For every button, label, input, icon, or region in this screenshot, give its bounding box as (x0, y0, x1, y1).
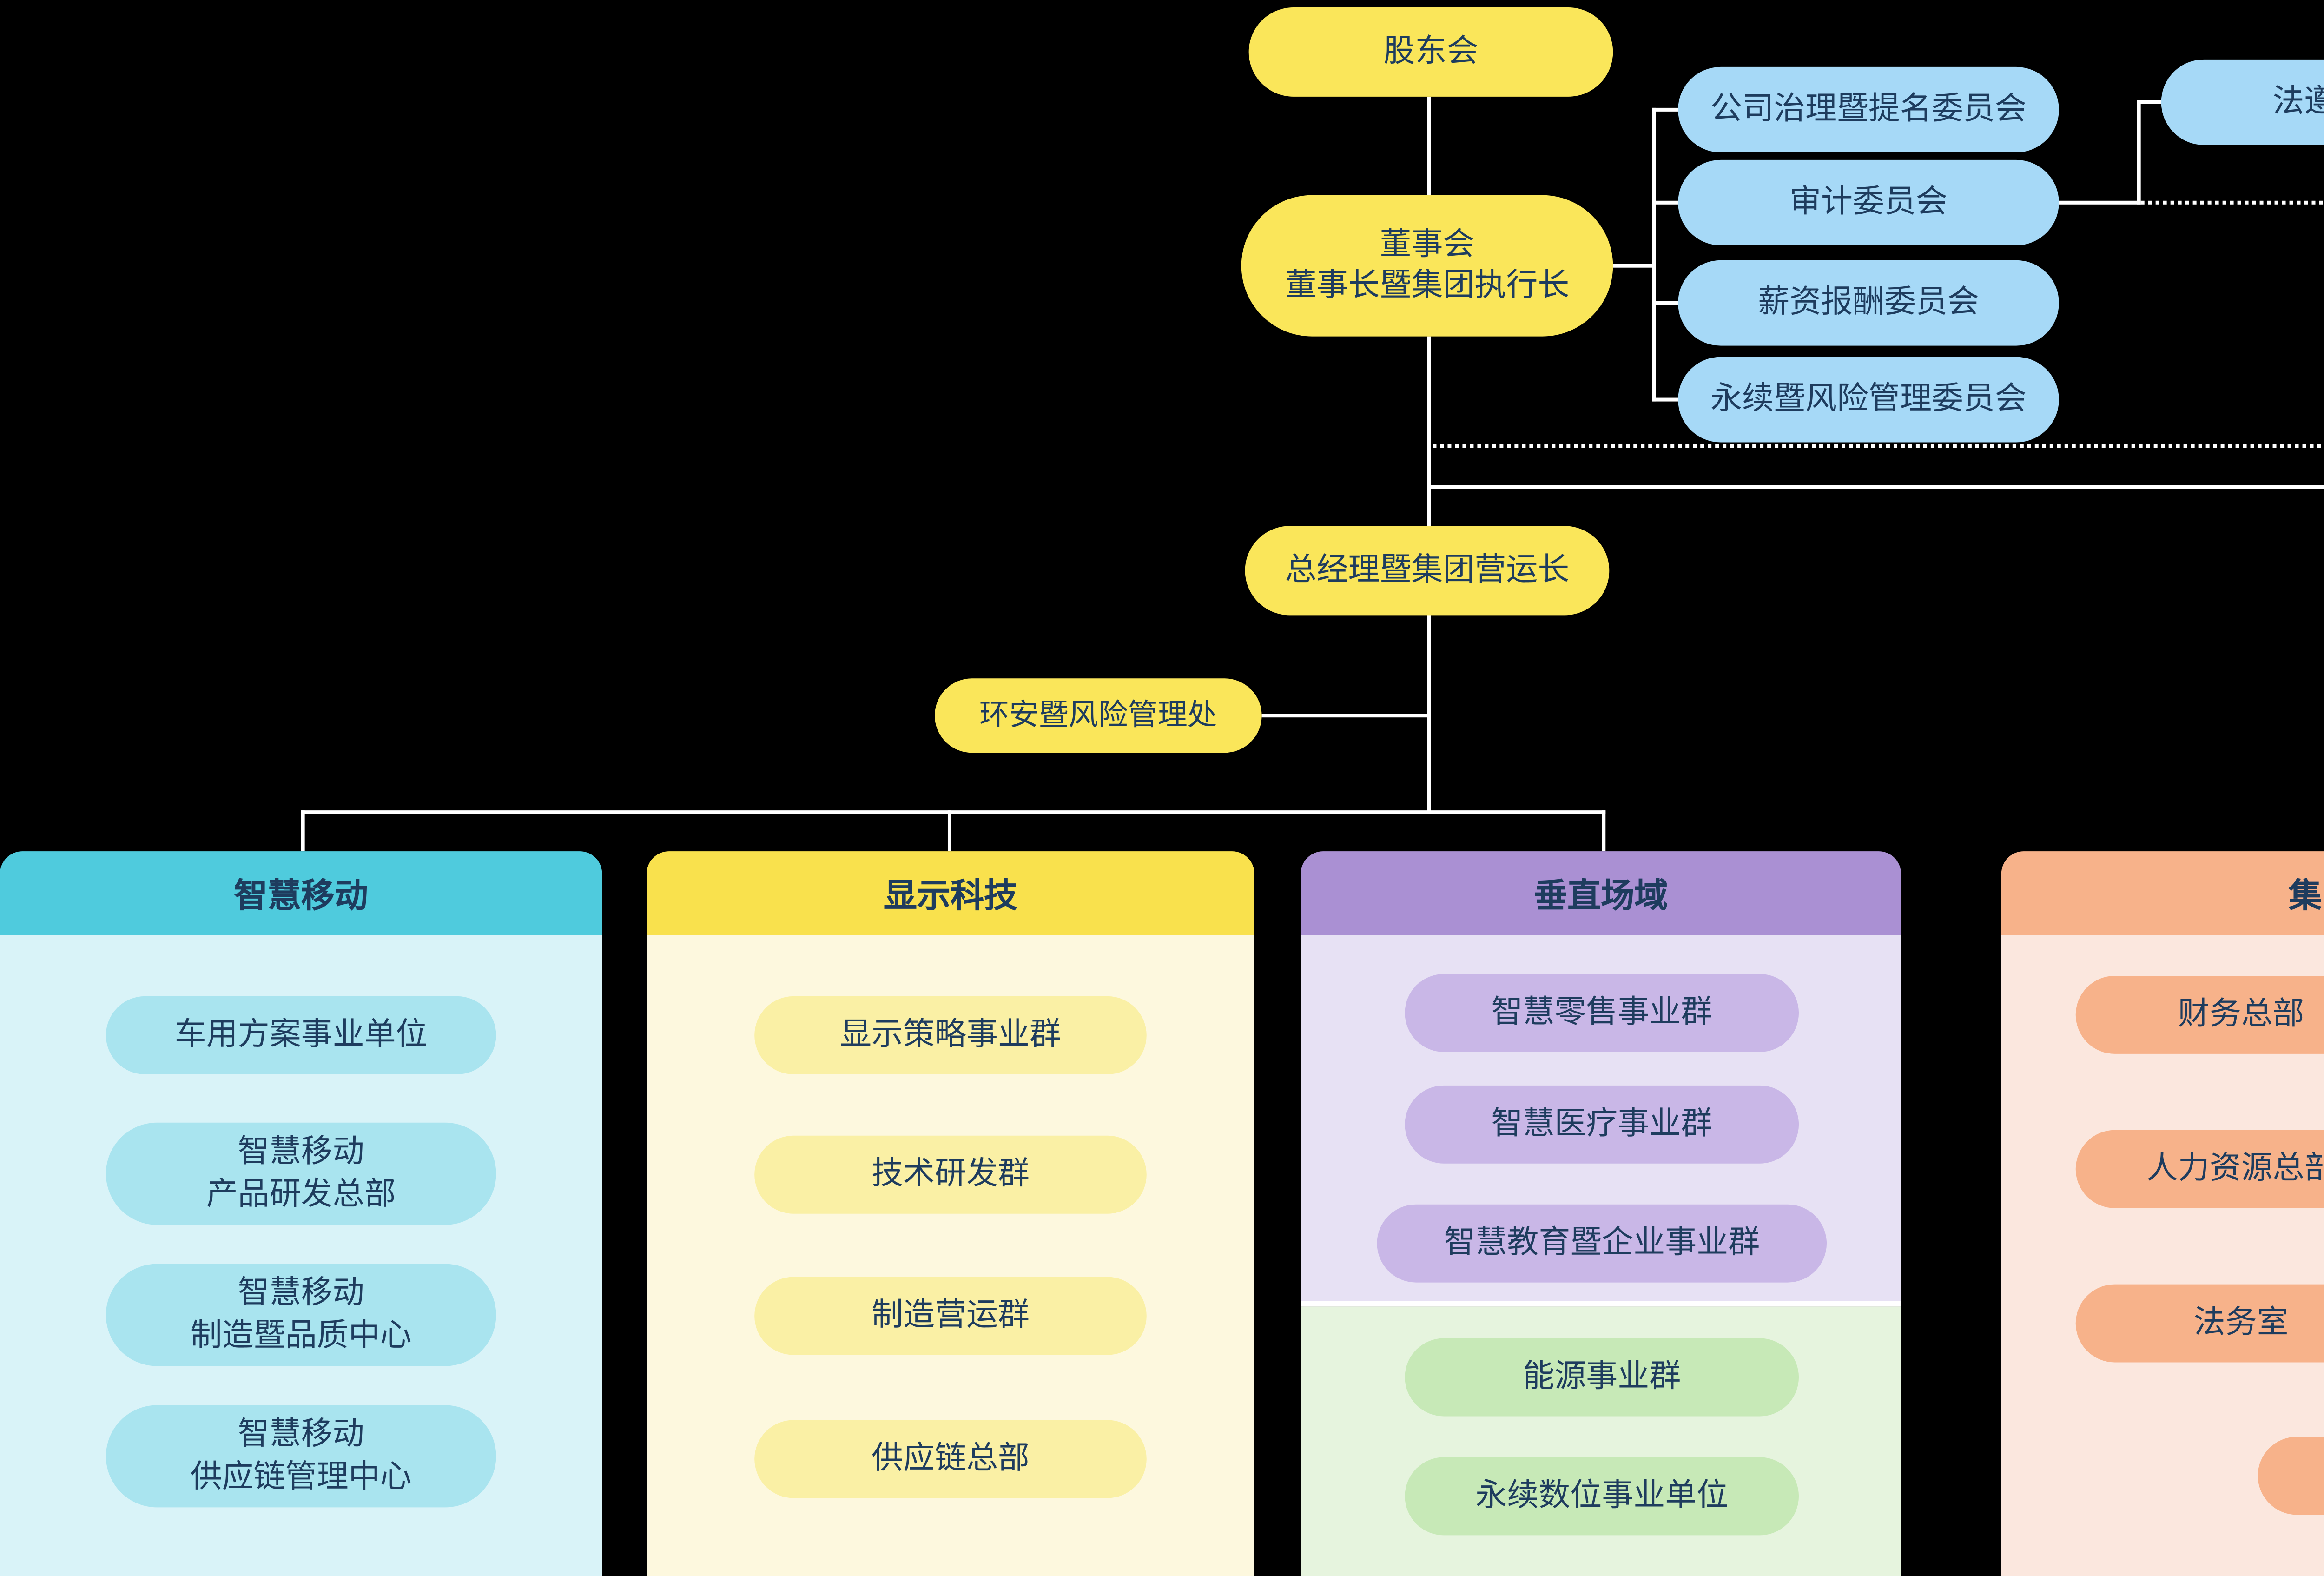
division-energy-body: 能源事业群 永续数位事业单位 (1301, 1306, 1901, 1576)
unit-display-strategy: 显示策略事业群 (754, 996, 1147, 1074)
connector-drop-vertical (1602, 810, 1606, 852)
connector-committees-bracket (1652, 107, 1656, 402)
unit-manufacturing-operations: 制造营运群 (754, 1277, 1147, 1355)
unit-smart-retail: 智慧零售事业群 (1405, 973, 1799, 1052)
unit-supply-chain-hq: 供应链总部 (754, 1420, 1147, 1498)
connector-shareholders-board (1427, 96, 1431, 195)
unit-mobility-supply-chain: 智慧移动 供应链管理中心 (106, 1405, 496, 1508)
vertical-energy-divider (1301, 1301, 1901, 1307)
division-smart-mobility: 智慧移动 车用方案事业单位 智慧移动 产品研发总部 智慧移动 制造暨品质中心 智… (0, 851, 602, 1576)
unit-automotive-solutions: 车用方案事业单位 (106, 996, 496, 1074)
connector-audit-compliance-h1 (2059, 200, 2141, 205)
unit-sustainable-digital: 永续数位事业单位 (1405, 1457, 1799, 1536)
connector-committee-3 (1652, 301, 1678, 305)
unit-finance-hq: 财务总部 (2075, 975, 2324, 1054)
unit-legal-office: 法务室 (2075, 1284, 2324, 1363)
committee-audit-node: 审计委员会 (1678, 159, 2059, 245)
committee-compensation-node: 薪资报酬委员会 (1678, 260, 2059, 346)
committee-sustainability-risk-node: 永续暨风险管理委员会 (1678, 357, 2059, 443)
division-group-support-body: 财务总部 数位技术发展总部 人力资源总部 永续发展总部 法务室 策略投资管理中心… (2001, 934, 2324, 1576)
board-chairman-node: 董事会 董事长暨集团执行长 (1241, 195, 1613, 337)
president-coo-node: 总经理暨集团营运长 (1245, 526, 1610, 616)
division-smart-mobility-body: 车用方案事业单位 智慧移动 产品研发总部 智慧移动 制造暨品质中心 智慧移动 供… (0, 934, 602, 1576)
chief-compliance-counsel-node: 法遵总顾问 (2161, 59, 2324, 145)
division-vertical-domains-body: 智慧零售事业群 智慧医疗事业群 智慧教育暨企业事业群 (1301, 934, 1901, 1301)
connector-board-committees-stub (1613, 264, 1652, 268)
division-group-support-title: 集团营运支援单位 (2001, 851, 2324, 935)
connector-divisions-h (301, 810, 1606, 814)
connector-committee-2 (1652, 200, 1678, 205)
unit-energy: 能源事业群 (1405, 1338, 1799, 1417)
unit-technology-rd: 技术研发群 (754, 1135, 1147, 1214)
connector-audit-compliance-v (2137, 100, 2141, 205)
division-display-technology: 显示科技 显示策略事业群 技术研发群 制造营运群 供应链总部 (647, 851, 1254, 1576)
unit-audit-management-office: 稽核管理处 (2258, 1437, 2324, 1515)
division-display-technology-title: 显示科技 (647, 851, 1254, 935)
connector-audit-compliance-h2 (2137, 100, 2161, 104)
ehs-risk-office-node: 环安暨风险管理处 (934, 678, 1262, 753)
division-display-technology-body: 显示策略事业群 技术研发群 制造营运群 供应链总部 (647, 934, 1254, 1576)
dotted-audit-committee-right (2140, 200, 2324, 205)
connector-support-branch-h (1427, 485, 2324, 489)
connector-drop-mobility (301, 810, 305, 852)
connector-ehs-branch (1261, 714, 1427, 718)
division-smart-mobility-title: 智慧移动 (0, 851, 602, 935)
unit-hr-hq: 人力资源总部 (2075, 1130, 2324, 1208)
unit-smart-education-enterprise: 智慧教育暨企业事业群 (1377, 1204, 1827, 1283)
division-vertical-domains-title: 垂直场域 (1301, 851, 1901, 935)
connector-committee-1 (1652, 107, 1678, 112)
unit-smart-medical: 智慧医疗事业群 (1405, 1085, 1799, 1164)
connector-drop-display (947, 810, 951, 852)
division-group-support: 集团营运支援单位 财务总部 数位技术发展总部 人力资源总部 永续发展总部 法务室… (2001, 851, 2324, 1576)
connector-committee-4 (1652, 397, 1678, 402)
unit-mobility-product-rd: 智慧移动 产品研发总部 (106, 1122, 496, 1225)
unit-mobility-mfg-quality: 智慧移动 制造暨品质中心 (106, 1264, 496, 1366)
dotted-compliance-to-trunk (1427, 444, 2324, 448)
division-vertical-domains: 垂直场域 智慧零售事业群 智慧医疗事业群 智慧教育暨企业事业群 能源事业群 永续… (1301, 851, 1901, 1576)
committee-governance-nomination-node: 公司治理暨提名委员会 (1678, 66, 2059, 152)
shareholders-meeting-node: 股东会 (1248, 7, 1613, 97)
